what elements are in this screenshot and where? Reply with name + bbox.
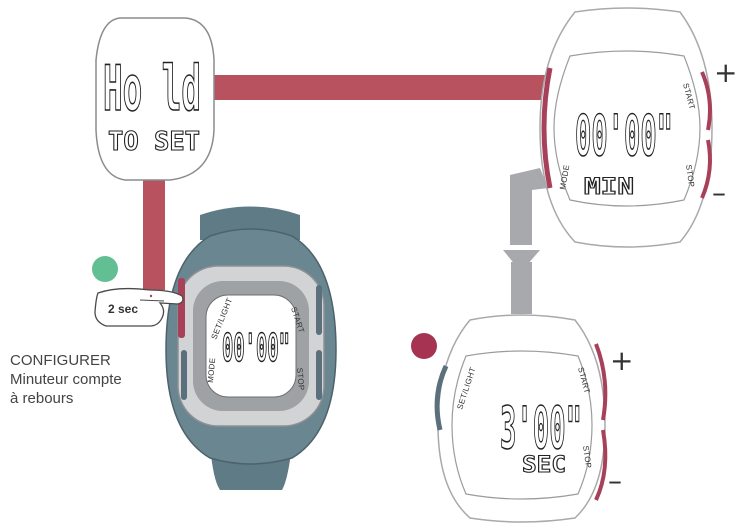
caption-line-1: CONFIGURER [10, 351, 122, 370]
caption-line-2: Minuteur compte [10, 370, 122, 389]
hold-screen: Ho ld TO SET [96, 18, 214, 180]
min-display: 00'00" [575, 104, 673, 169]
sec-display: 3'00" [500, 394, 582, 462]
minus-icon-min: – [712, 176, 726, 209]
connector-gray [503, 168, 548, 314]
minus-icon-sec: – [608, 464, 622, 497]
min-label: MIN [584, 175, 634, 200]
hold-text: Ho ld [103, 52, 201, 125]
watch-main: 00'00" SET/LIGHT MODE START STOP [166, 207, 336, 491]
red-dot-indicator [411, 333, 437, 359]
plus-icon-sec: + [610, 344, 633, 377]
plus-icon-min: + [714, 56, 737, 89]
green-dot-indicator [92, 256, 118, 282]
caption: CONFIGURER Minuteur compte à rebours [10, 351, 122, 408]
set-light-button[interactable] [178, 278, 185, 338]
start-button[interactable] [316, 285, 322, 335]
watch-min: 00'00" MIN MODE START STOP + – [540, 8, 737, 247]
to-set-text: TO SET [108, 127, 200, 157]
main-display: 00'00" [222, 326, 290, 370]
watch-sec: 3'00" SEC SET/LIGHT START STOP + – [437, 315, 633, 522]
mode-button[interactable] [181, 350, 187, 400]
stop-button[interactable] [316, 350, 322, 400]
sec-label: SEC [522, 453, 566, 478]
caption-line-3: à rebours [10, 389, 122, 408]
press-duration-label: 2 sec [108, 302, 138, 316]
